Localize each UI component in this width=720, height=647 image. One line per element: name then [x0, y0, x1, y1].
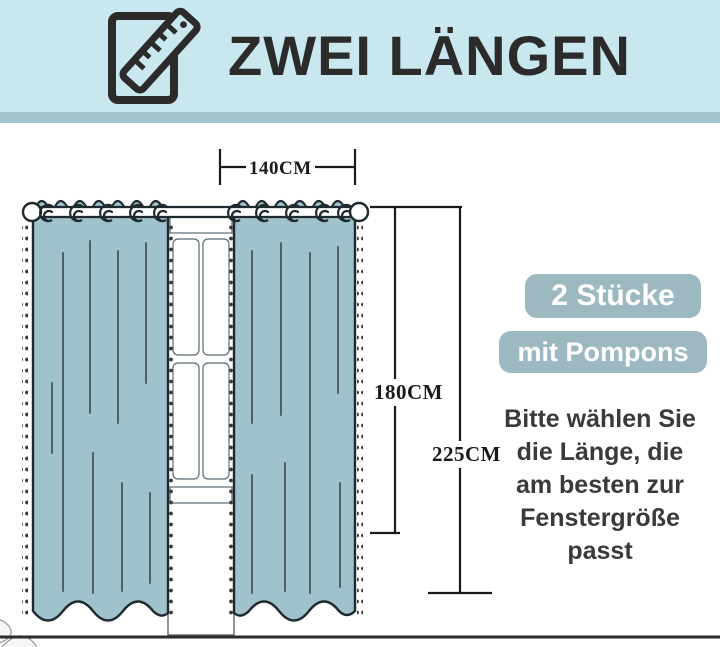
curtain-panel-right — [228, 199, 363, 622]
dimension-length-180 — [370, 205, 462, 535]
dimension-label-length-long: 225CM — [428, 441, 505, 468]
dimension-length-225 — [428, 207, 492, 595]
potted-plant-sketch — [0, 619, 37, 647]
selection-note: Bitte wählen Sie die Länge, die am beste… — [484, 403, 716, 568]
badge-pompons: mit Pompons — [499, 331, 707, 373]
dimension-label-width: 140CM — [246, 158, 315, 180]
note-line: die Länge, die — [516, 438, 684, 466]
note-line: Bitte wählen Sie — [504, 405, 696, 433]
note-line: passt — [567, 537, 633, 565]
badge-pieces: 2 Stücke — [525, 274, 701, 318]
note-line: am besten zur — [515, 471, 685, 499]
pompom-trim-left-inner — [169, 219, 175, 617]
curtain-panel-left — [22, 199, 175, 622]
note-line: Fenstergröße — [520, 504, 680, 532]
pompom-trim-right-inner — [228, 219, 234, 617]
rod-finial-right — [348, 201, 370, 223]
rod-finial-left — [21, 201, 43, 223]
curtain-window-diagram — [0, 123, 720, 647]
curtain-rings — [39, 203, 352, 223]
ruler-page-icon — [104, 6, 208, 110]
page-title: ZWEI LÄNGEN — [228, 24, 631, 87]
pompom-trim-right-outer — [357, 219, 363, 617]
header-banner: ZWEI LÄNGEN — [0, 0, 720, 112]
pompom-trim-left-outer — [22, 219, 28, 617]
header-divider — [0, 112, 720, 123]
window-behind-curtains — [167, 214, 235, 636]
curtain-rod — [21, 201, 370, 223]
dimension-label-length-short: 180CM — [370, 379, 447, 406]
